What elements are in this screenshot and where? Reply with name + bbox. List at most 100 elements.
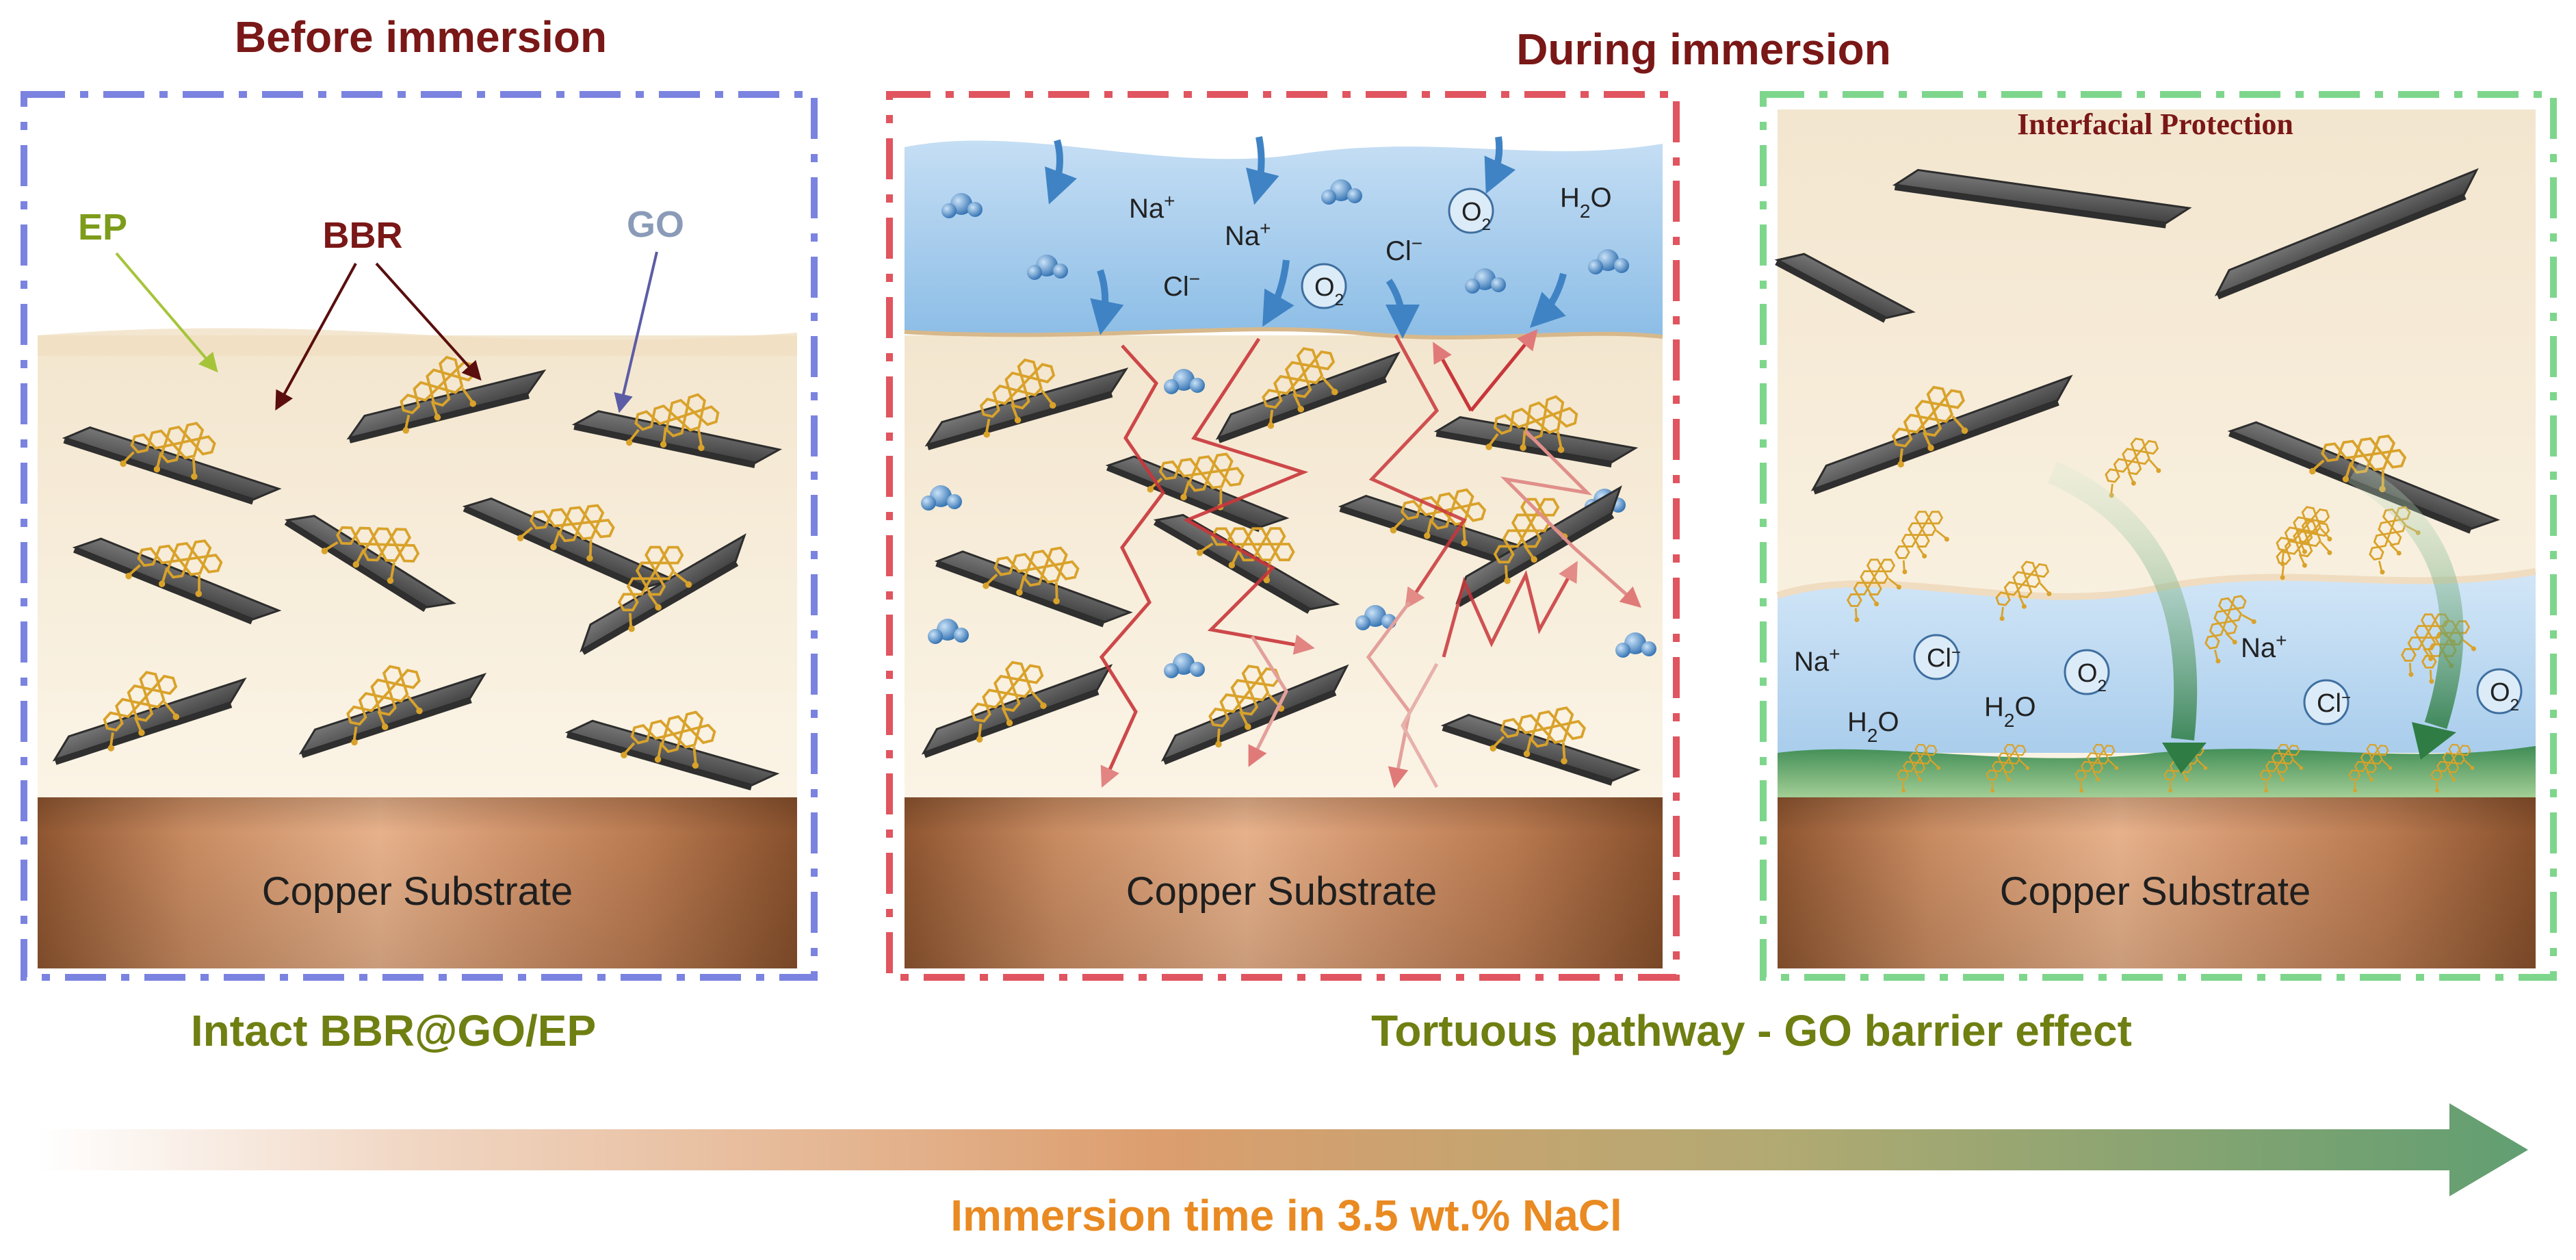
- immersion-time-arrow: [38, 1103, 2528, 1196]
- go-sheet: [1774, 253, 1916, 323]
- immersion-time-caption: Immersion time in 3.5 wt.% NaCl: [950, 1191, 1622, 1240]
- svg-text:O2: O2: [2490, 678, 2519, 715]
- bbr-molecule: [621, 710, 716, 769]
- before-frame: [21, 91, 818, 981]
- svg-text:O2: O2: [2077, 659, 2107, 695]
- bbr-molecule: [983, 546, 1080, 604]
- water-droplet: [1164, 369, 1205, 394]
- bbr-molecule: [103, 671, 180, 751]
- water-droplet: [1588, 249, 1629, 274]
- chloride-ion-label: Cl−: [2303, 679, 2351, 725]
- water-droplet: [1164, 653, 1205, 678]
- ion-label: Na+: [2241, 630, 2287, 664]
- go-sheet: [1440, 706, 1641, 786]
- diffusion-arrows-blue: [1045, 136, 1567, 339]
- bbr-molecule: [1485, 395, 1578, 453]
- bbr-pointer-arrow-right: [375, 262, 482, 381]
- bbr-molecule: [321, 526, 420, 584]
- go-sheet: [346, 355, 547, 443]
- go-sheet: [52, 671, 247, 765]
- go-sheet: [1338, 488, 1545, 569]
- go-sheet: [1810, 374, 2073, 495]
- intact-caption: Intact BBR@GO/EP: [191, 1006, 596, 1055]
- svg-text:Cl−: Cl−: [1927, 643, 1961, 673]
- tortuous-caption: Tortuous pathway - GO barrier effect: [1371, 1006, 2132, 1055]
- after-frame: [1760, 91, 2557, 981]
- go-sheet: [564, 710, 780, 790]
- ion-label: Cl−: [1385, 233, 1422, 267]
- svg-text:O2: O2: [1314, 273, 1344, 309]
- bbr-molecule: [1262, 347, 1338, 429]
- oxygen-molecule-label: O2: [2064, 649, 2110, 695]
- ion-label: Cl−: [1163, 268, 1200, 303]
- water-droplet: [1027, 255, 1068, 280]
- bbr-molecule: [1208, 665, 1285, 748]
- copper-substrate-label-panel3: Copper Substrate: [2000, 869, 2311, 914]
- ep-label: EP: [78, 207, 127, 248]
- go-sheet: [298, 665, 487, 758]
- oxygen-molecule-label: O2: [2476, 668, 2523, 715]
- ion-label: Na+: [1794, 643, 1840, 678]
- panel-before: Copper Substrate EP BBR GO: [21, 91, 818, 981]
- interfacial-protection-heading: Interfacial Protection: [2017, 107, 2293, 141]
- bbr-molecule: [1995, 561, 2052, 621]
- go-pointer-arrow: [614, 251, 658, 413]
- water-droplet: [1615, 632, 1656, 658]
- go-sheet: [924, 358, 1129, 450]
- bbr-molecule: [346, 665, 423, 746]
- water-droplet: [1465, 268, 1506, 294]
- bbr-molecule: [517, 504, 615, 562]
- go-sheet: [934, 546, 1133, 628]
- water-droplet: [1355, 605, 1396, 630]
- go-sheet: [1215, 347, 1401, 443]
- bbr-molecule: [1986, 743, 2030, 793]
- bbr-molecule: [970, 660, 1047, 743]
- bbr-pointer-arrow-left: [275, 263, 357, 411]
- bbr-molecule: [1196, 527, 1295, 584]
- bbr-molecule: [2074, 743, 2119, 793]
- bbr-molecule: [1897, 743, 1941, 793]
- go-sheet: [571, 393, 783, 468]
- ion-label: H2O: [1847, 707, 1899, 746]
- bbr-molecule: [1894, 511, 1949, 575]
- bbr-molecule: [400, 355, 477, 434]
- go-sheet: [1455, 485, 1622, 607]
- ion-label: Na+: [1225, 218, 1271, 252]
- bbr-molecule: [2348, 743, 2393, 793]
- bbr-molecule: [1147, 452, 1245, 511]
- oxygen-molecule-label: O2: [1301, 263, 1347, 309]
- water-droplets-panel2: [921, 179, 1656, 678]
- protective-film-layer: [1778, 746, 2536, 801]
- go-sheets-panel1: [52, 355, 783, 790]
- water-droplet: [921, 485, 962, 511]
- bbr-molecule: [1846, 558, 1901, 623]
- go-sheet: [580, 533, 746, 655]
- go-sheet: [1892, 168, 2192, 229]
- ion-label: H2O: [1984, 692, 2036, 731]
- bbr-molecule: [625, 393, 720, 452]
- copper-substrate-label-panel1: Copper Substrate: [262, 869, 573, 914]
- bbr-molecule: [1891, 385, 1968, 468]
- bbr-label: BBR: [323, 215, 403, 256]
- go-sheet: [72, 537, 282, 625]
- bbr-molecule: [2204, 595, 2256, 664]
- bbr-molecule: [979, 358, 1056, 438]
- bbr-molecule: [2276, 519, 2332, 580]
- bbr-molecule: [2259, 743, 2304, 793]
- bbr-molecule: [1489, 706, 1586, 764]
- bbr-molecule: [125, 539, 223, 597]
- ion-label: Na+: [1129, 190, 1175, 224]
- go-sheet: [921, 660, 1113, 758]
- bbr-molecule: [1390, 488, 1487, 547]
- go-sheet: [2214, 168, 2479, 300]
- bbr-molecule: [2430, 743, 2475, 793]
- ion-label: H2O: [1560, 183, 1612, 222]
- water-droplet: [1321, 179, 1362, 205]
- bbr-molecule: [120, 422, 216, 480]
- go-sheet: [62, 422, 282, 505]
- bbr-molecule: [1493, 498, 1568, 584]
